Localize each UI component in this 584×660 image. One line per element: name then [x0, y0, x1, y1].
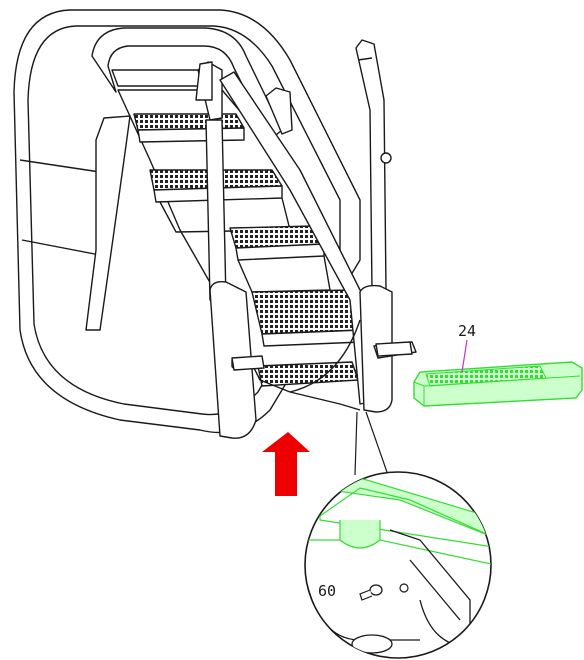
zoom-connector: [354, 411, 389, 476]
left-handrail: [85, 61, 227, 331]
leader-24: [461, 339, 468, 373]
foot-pedals: [231, 341, 413, 371]
top-handle-frame: [91, 27, 283, 141]
bottom-linkage: [259, 379, 361, 411]
callout-24: 24: [458, 322, 476, 340]
callout-60: 60: [318, 582, 336, 600]
step-1: [133, 113, 245, 143]
drive-arc: [289, 319, 361, 393]
stair-climber-machine: [13, 9, 417, 439]
step-5: [257, 361, 359, 387]
step-4: [251, 289, 363, 347]
right-upright-handle: [355, 39, 392, 293]
step-3: [229, 225, 331, 293]
up-arrow-icon: [262, 432, 310, 496]
detail-zoom-view: [304, 471, 492, 659]
part-24-step: [413, 361, 583, 407]
